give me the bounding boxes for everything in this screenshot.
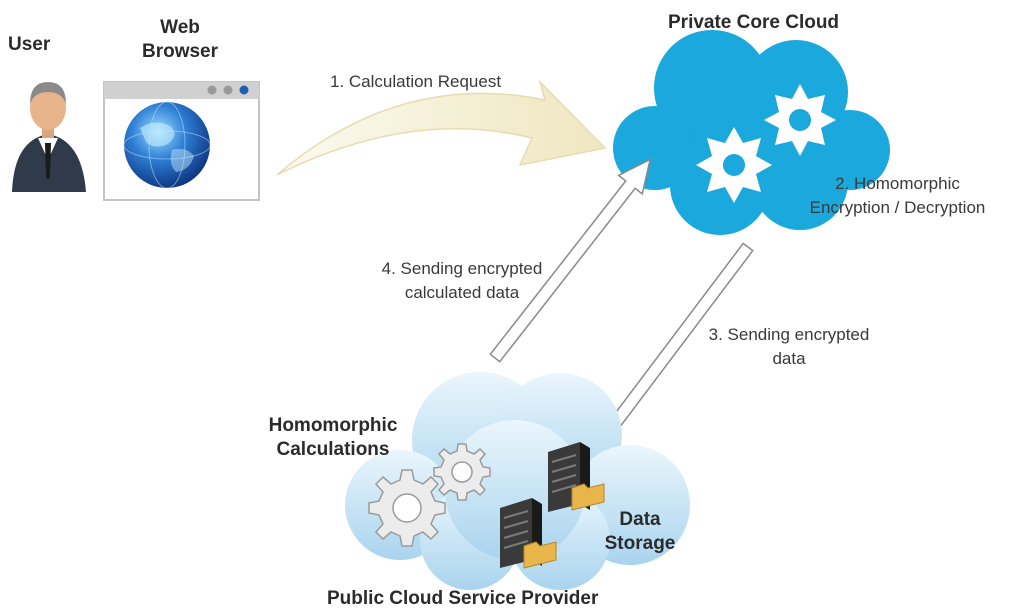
homomorphic-calculations-label-line1: Homomorphic [268, 415, 398, 436]
gear-icon [433, 443, 491, 501]
data-storage-label-line2: Storage [604, 533, 676, 554]
step4-label-line2: calculated data [404, 283, 520, 302]
folder-icon [571, 483, 605, 511]
step3-label: 3. Sending encrypted data [684, 323, 894, 371]
step2-label-line1: 2. Homomorphic [835, 174, 960, 193]
step4-label: 4. Sending encrypted calculated data [352, 257, 572, 305]
data-storage-label: Data Storage [598, 508, 682, 556]
data-storage-label-line1: Data [619, 509, 661, 530]
web-browser-label: Web Browser [130, 16, 230, 64]
globe-icon [123, 101, 211, 189]
homomorphic-calculations-label-line2: Calculations [276, 439, 390, 460]
folder-icon [523, 541, 557, 569]
web-browser-label-line1: Web [160, 17, 200, 38]
user-avatar-icon [12, 82, 86, 192]
gear-icon [368, 469, 446, 547]
web-browser-label-line2: Browser [141, 41, 219, 62]
homomorphic-calculations-label: Homomorphic Calculations [258, 414, 408, 462]
step3-label-line1: 3. Sending encrypted [708, 325, 870, 344]
public-cloud-label: Public Cloud Service Provider [327, 588, 599, 609]
step4-label-line1: 4. Sending encrypted [381, 259, 543, 278]
step3-label-line2: data [772, 349, 806, 368]
gear-icon [696, 127, 772, 203]
arrow-step4 [489, 158, 652, 363]
gear-icon [764, 84, 836, 156]
user-label: User [8, 34, 51, 55]
step1-label: 1. Calculation Request [330, 72, 502, 91]
private-cloud-label: Private Core Cloud [668, 12, 840, 33]
calculation-request-arrow [276, 79, 607, 176]
step2-label-line2: Encryption / Decryption [809, 198, 986, 217]
step2-label: 2. Homomorphic Encryption / Decryption [790, 172, 1005, 220]
